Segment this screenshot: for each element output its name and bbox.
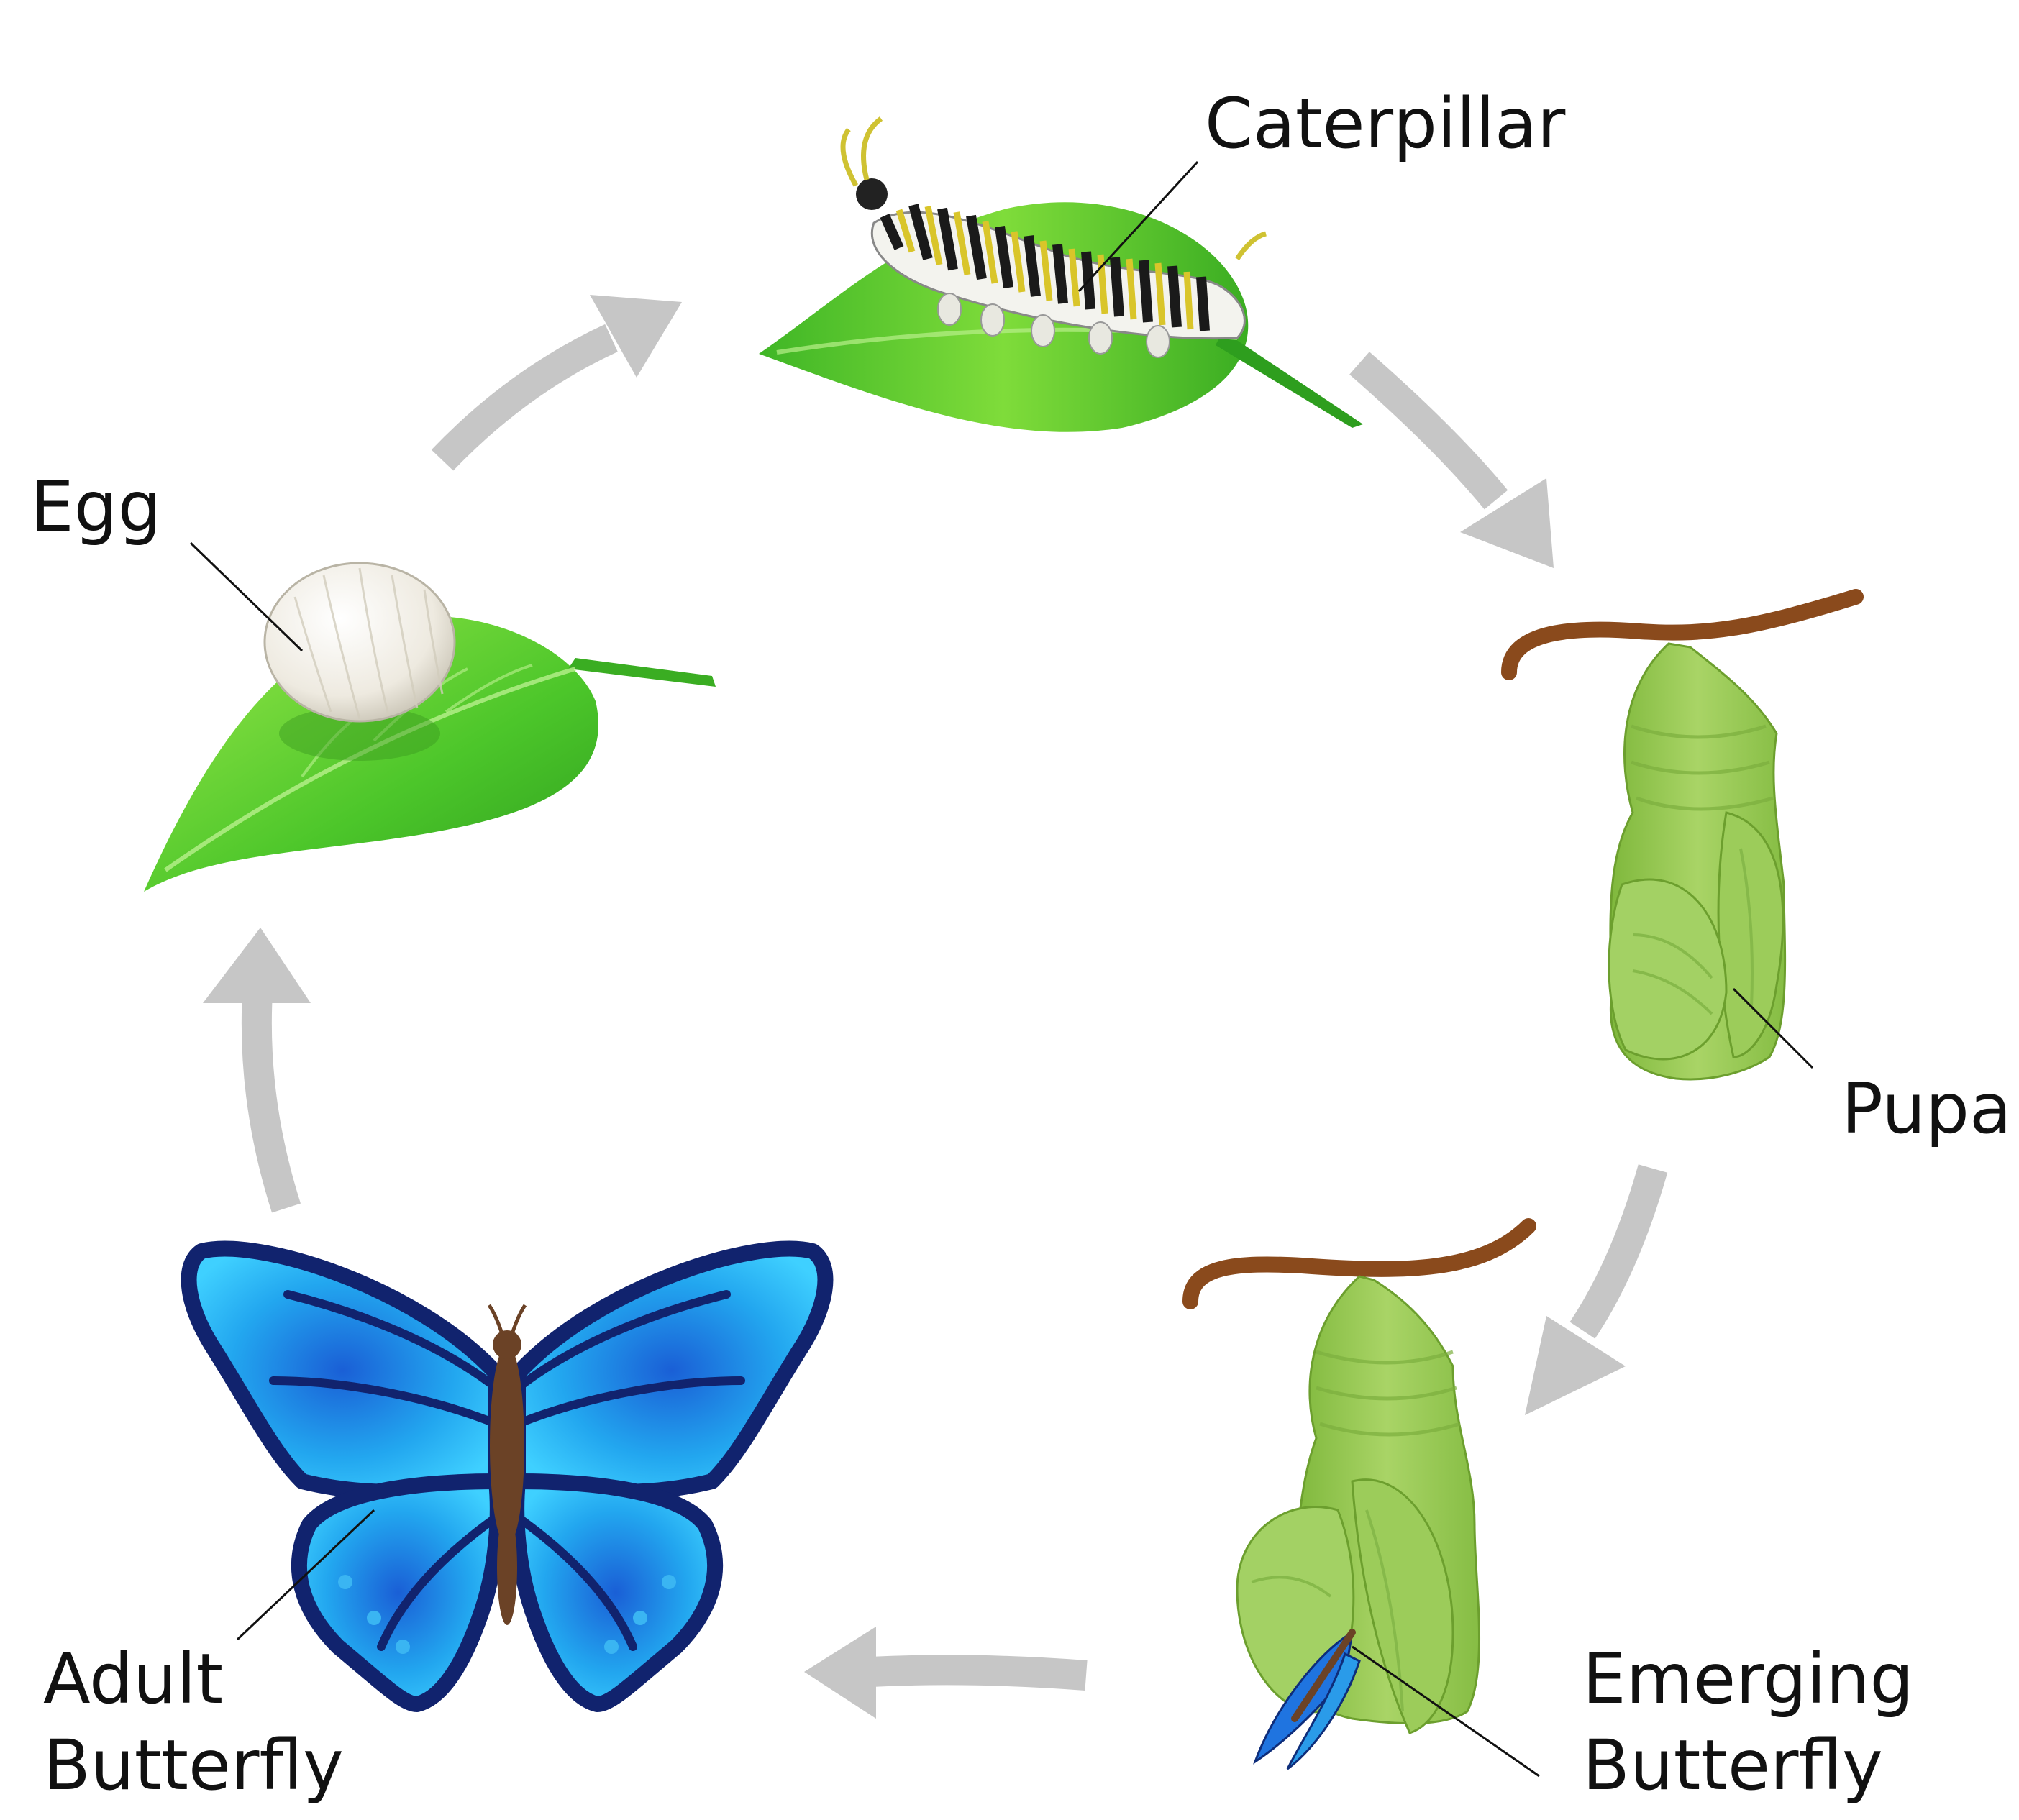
adult-butterfly-stage [181, 1240, 834, 1712]
leader-caterpillar [1077, 160, 1199, 293]
emerging-butterfly-stage [1182, 1218, 1536, 1770]
label-caterpillar: Caterpillar [1205, 83, 1566, 164]
egg-stage [144, 562, 716, 892]
label-adult-line2: Butterfly [43, 1725, 344, 1806]
label-emerging-line2: Butterfly [1582, 1725, 1883, 1806]
leader-emerging [1352, 1645, 1540, 1778]
caterpillar-stage [759, 116, 1363, 432]
emerging-pupa-icon [1236, 1275, 1481, 1770]
pupa-stage [1501, 589, 1864, 1081]
egg-shadow [279, 706, 440, 761]
cycle-arrows [203, 295, 1668, 1719]
leader-lines [189, 160, 1814, 1778]
arrow-adult-to-egg [203, 928, 311, 1213]
butterfly-icon [181, 1240, 834, 1712]
pupa-icon [1608, 642, 1787, 1081]
arrow-emerging-to-adult [804, 1627, 1088, 1719]
label-egg: Egg [30, 467, 162, 547]
leader-adult [236, 1509, 375, 1641]
arrow-pupa-to-emerging [1525, 1164, 1668, 1415]
arrow-egg-to-caterpillar [431, 295, 682, 471]
emerging-stem [1182, 1218, 1536, 1309]
label-emerging-line1: Emerging [1582, 1639, 1913, 1719]
leader-pupa [1732, 987, 1814, 1069]
label-adult-line1: Adult [43, 1639, 223, 1719]
pupa-stem [1501, 589, 1864, 680]
label-pupa: Pupa [1841, 1069, 2012, 1149]
leader-egg [189, 541, 304, 652]
egg-icon [263, 562, 456, 723]
caterpillar-icon [840, 116, 1267, 358]
arrow-caterpillar-to-pupa [1349, 352, 1554, 568]
